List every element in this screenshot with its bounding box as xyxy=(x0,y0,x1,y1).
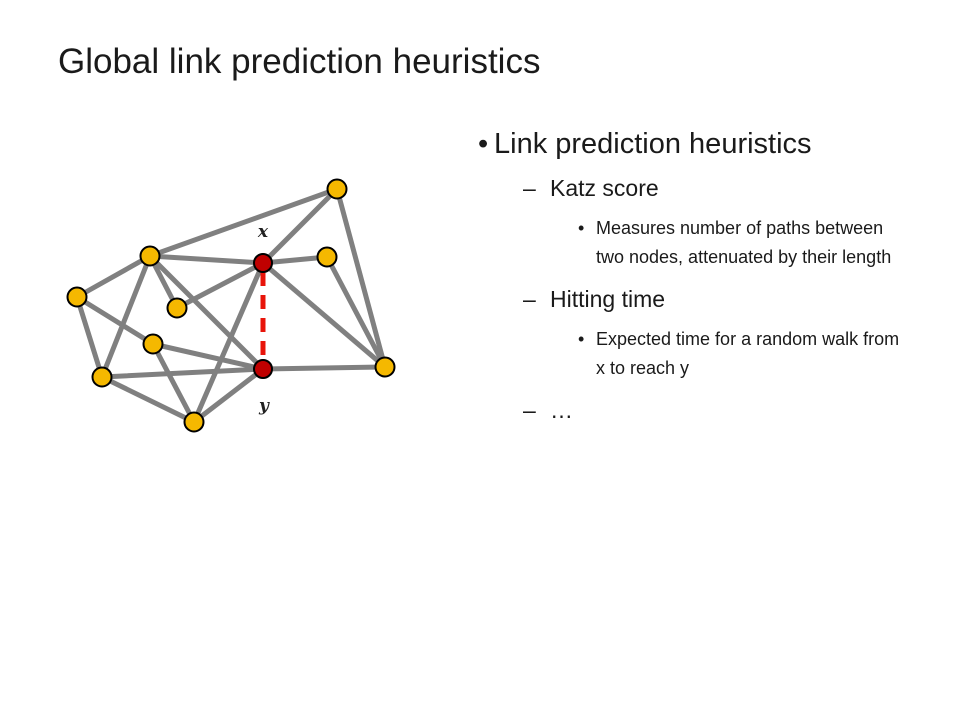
sub-item-hitting-time: –Hitting time xyxy=(478,286,928,313)
edge xyxy=(191,366,266,425)
sub-item-label: Katz score xyxy=(550,175,659,201)
node-x xyxy=(253,253,273,273)
bullet-content: •Link prediction heuristics –Katz score … xyxy=(478,128,928,436)
edge xyxy=(260,254,330,266)
graph-node xyxy=(326,178,348,200)
bullet-heading-text: Link prediction heuristics xyxy=(494,128,812,160)
edge xyxy=(147,253,266,372)
graph-node xyxy=(139,245,161,267)
detail-hitting-time: • Expected time for a random walk from x … xyxy=(478,325,906,383)
dash-glyph: – xyxy=(523,175,536,201)
detail-text: Expected time for a random walk from x t… xyxy=(596,329,900,378)
edge xyxy=(260,186,340,266)
edge xyxy=(74,294,156,347)
graph-node xyxy=(91,366,113,388)
detail-text: Measures number of paths between two nod… xyxy=(596,218,892,267)
graph-node xyxy=(316,246,338,268)
edge xyxy=(191,260,266,425)
sub-item-katz: –Katz score xyxy=(478,175,928,202)
dash-glyph: – xyxy=(523,286,536,312)
bullet-glyph: • xyxy=(578,329,585,349)
edge xyxy=(260,260,388,370)
edge xyxy=(150,341,197,425)
sub-item-label: … xyxy=(550,397,573,423)
graph-nodes xyxy=(66,178,396,433)
graph-node xyxy=(142,333,164,355)
edge xyxy=(147,186,340,259)
sub-item-label: Hitting time xyxy=(550,286,666,312)
edge xyxy=(334,186,388,370)
edge xyxy=(324,254,388,370)
graph-node xyxy=(183,411,205,433)
sub-item-ellipsis: –… xyxy=(478,397,928,424)
node-x-label: x xyxy=(257,222,269,242)
graph-node xyxy=(66,286,88,308)
edge xyxy=(147,253,266,266)
slide-title: Global link prediction heuristics xyxy=(58,42,541,81)
edge xyxy=(74,253,153,300)
edge xyxy=(260,364,388,372)
edge xyxy=(99,374,197,425)
edge xyxy=(99,253,153,380)
bullet-glyph: • xyxy=(578,218,585,238)
edge xyxy=(74,294,105,380)
graph-node xyxy=(374,356,396,378)
node-y xyxy=(253,359,273,379)
edge xyxy=(150,341,266,372)
edge xyxy=(174,260,266,311)
bullet-heading: •Link prediction heuristics xyxy=(478,128,928,161)
graph-edges xyxy=(74,186,388,425)
dash-glyph: – xyxy=(523,397,536,423)
detail-katz: • Measures number of paths between two no… xyxy=(478,214,906,272)
node-y-label: y xyxy=(258,396,270,416)
edge xyxy=(99,366,266,380)
bullet-glyph: • xyxy=(478,128,489,160)
graph-node xyxy=(166,297,188,319)
